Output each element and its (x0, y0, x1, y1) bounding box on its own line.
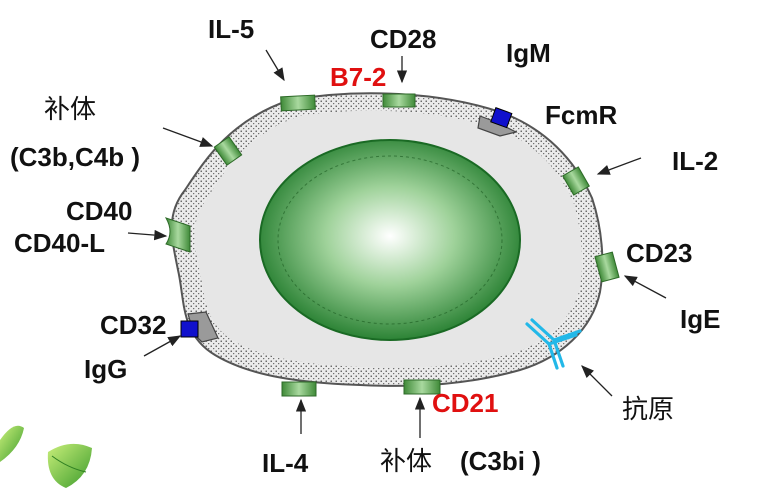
receptor-complement-top (213, 136, 243, 166)
label-b72: B7-2 (330, 62, 386, 92)
label-cd28: CD28 (370, 24, 436, 54)
label-complement-bottom: (C3bi ) (460, 446, 541, 476)
receptor-il5 (280, 94, 316, 112)
label-il5: IL-5 (208, 14, 254, 44)
label-cd23: CD23 (626, 238, 692, 268)
receptor-cd23 (594, 251, 620, 283)
label-complement-top: (C3b,C4b ) (10, 142, 140, 172)
label-cd40: CD40 (66, 196, 132, 226)
label-cd40l: CD40-L (14, 228, 105, 258)
label-complement-bottom-cn: 补体 (380, 447, 432, 477)
label-cd32: CD32 (100, 310, 166, 340)
label-cd21: CD21 (432, 388, 498, 418)
label-il4: IL-4 (262, 448, 309, 478)
label-antigen: 抗原 (622, 395, 674, 425)
green-leaf-icon (0, 425, 92, 488)
label-ige: IgE (680, 304, 720, 334)
y-antibody-icon (525, 318, 582, 370)
label-igm: IgM (506, 38, 551, 68)
nucleus (259, 139, 521, 341)
label-fcmr: FcmR (545, 100, 617, 130)
igm-ligand (490, 107, 513, 129)
receptor-cd28 (382, 93, 416, 108)
nucleus-inner-line (277, 155, 503, 325)
label-complement-top-cn: 补体 (44, 95, 96, 125)
label-il2: IL-2 (672, 146, 718, 176)
receptor-il2 (562, 166, 590, 196)
receptor-cd21 (403, 379, 441, 395)
receptor-il4 (281, 381, 317, 397)
pointer-arrows (127, 49, 667, 438)
igg-ligand (180, 320, 199, 338)
receptor-cd40 (164, 217, 191, 253)
label-igg: IgG (84, 354, 127, 384)
